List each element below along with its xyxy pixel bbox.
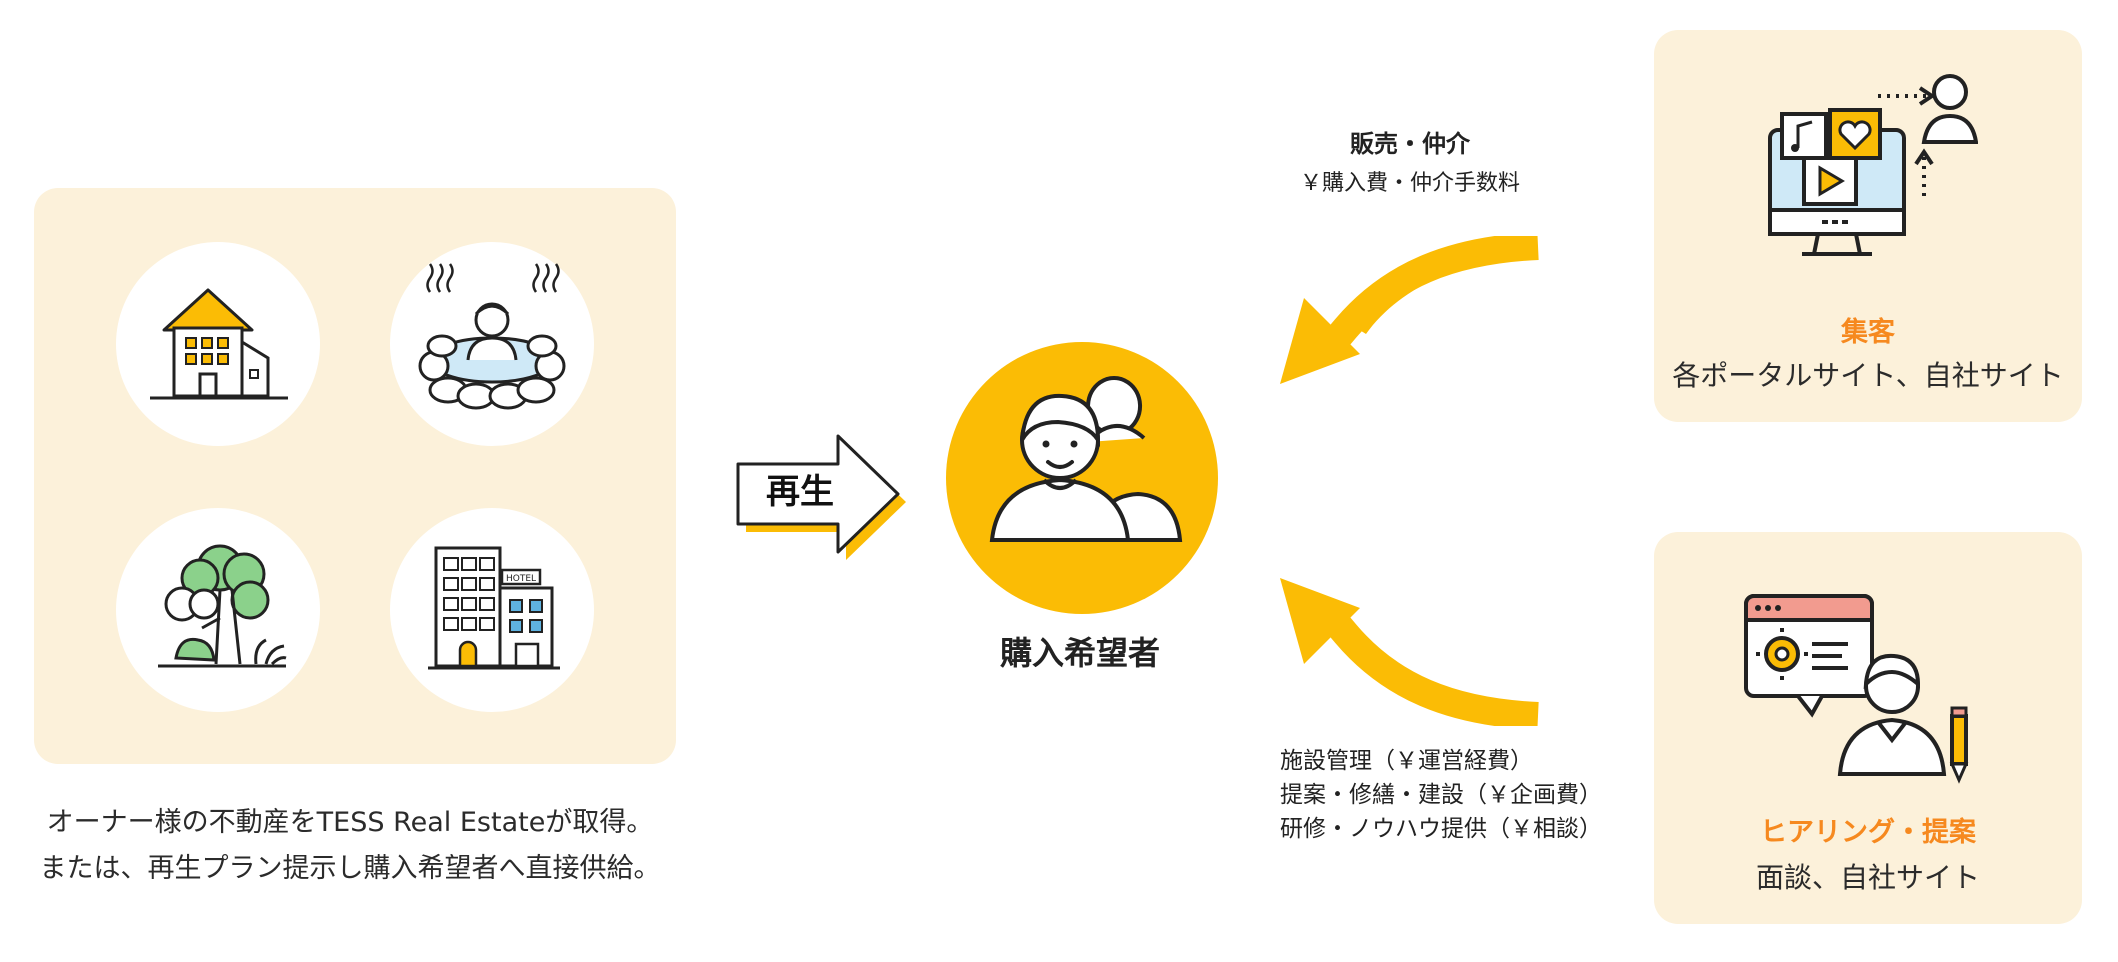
attract-subtitle: 各ポータルサイト、自社サイト [1672, 359, 2064, 392]
owner-properties-panel: HOTEL [34, 188, 676, 764]
hotel-circle: HOTEL [390, 508, 594, 712]
owner-caption-line2: または、再生プラン提示し購入希望者へ直接供給。 [39, 853, 661, 884]
hearing-panel: ヒアリング・提案 面談、自社サイト [1654, 532, 2082, 924]
hearing-title: ヒアリング・提案 [1760, 817, 1976, 848]
service-flow-text: 施設管理（￥運営経費） 提案・修繕・建設（￥企画費） 研修・ノウハウ提供（￥相談… [1280, 744, 1640, 846]
owner-caption-line1: オーナー様の不動産をTESS Real Estateが取得。 [46, 807, 654, 838]
regen-label: 再生 [766, 472, 834, 512]
lower-curved-arrow-icon [1280, 578, 1539, 726]
regen-arrow-icon [736, 434, 906, 560]
house-icon [150, 288, 288, 400]
buyers-icon [989, 376, 1183, 542]
owner-caption: オーナー様の不動産をTESS Real Estateが取得。 または、再生プラン… [20, 800, 680, 892]
attract-panel: 集客 各ポータルサイト、自社サイト [1654, 30, 2082, 422]
service-flow-line-2: 提案・修繕・建設（￥企画費） [1280, 782, 1602, 808]
hotel-icon: HOTEL [428, 546, 560, 670]
hotel-sign-text: HOTEL [506, 574, 536, 584]
buyers-label: 購入希望者 [999, 634, 1160, 672]
house-circle [116, 242, 320, 446]
attract-title: 集客 [1841, 317, 1895, 348]
sales-flow-subtitle: ￥購入費・仲介手数料 [1299, 171, 1520, 196]
consultation-icon [1744, 594, 1969, 784]
hot-spring-icon [418, 263, 566, 410]
hearing-subtitle: 面談、自社サイト [1755, 861, 1980, 894]
hot-spring-circle [390, 242, 594, 446]
service-flow-line-1: 施設管理（￥運営経費） [1280, 748, 1533, 774]
upper-curved-arrow-icon [1280, 236, 1539, 384]
forest-icon [158, 544, 287, 668]
monitor-marketing-icon [1768, 74, 1978, 256]
buyers-circle [946, 342, 1218, 614]
service-flow-line-3: 研修・ノウハウ提供（￥相談） [1280, 816, 1602, 842]
sales-flow-title: 販売・仲介 [1350, 130, 1470, 158]
forest-circle [116, 508, 320, 712]
sales-flow-text: 販売・仲介 ￥購入費・仲介手数料 [1260, 126, 1560, 206]
